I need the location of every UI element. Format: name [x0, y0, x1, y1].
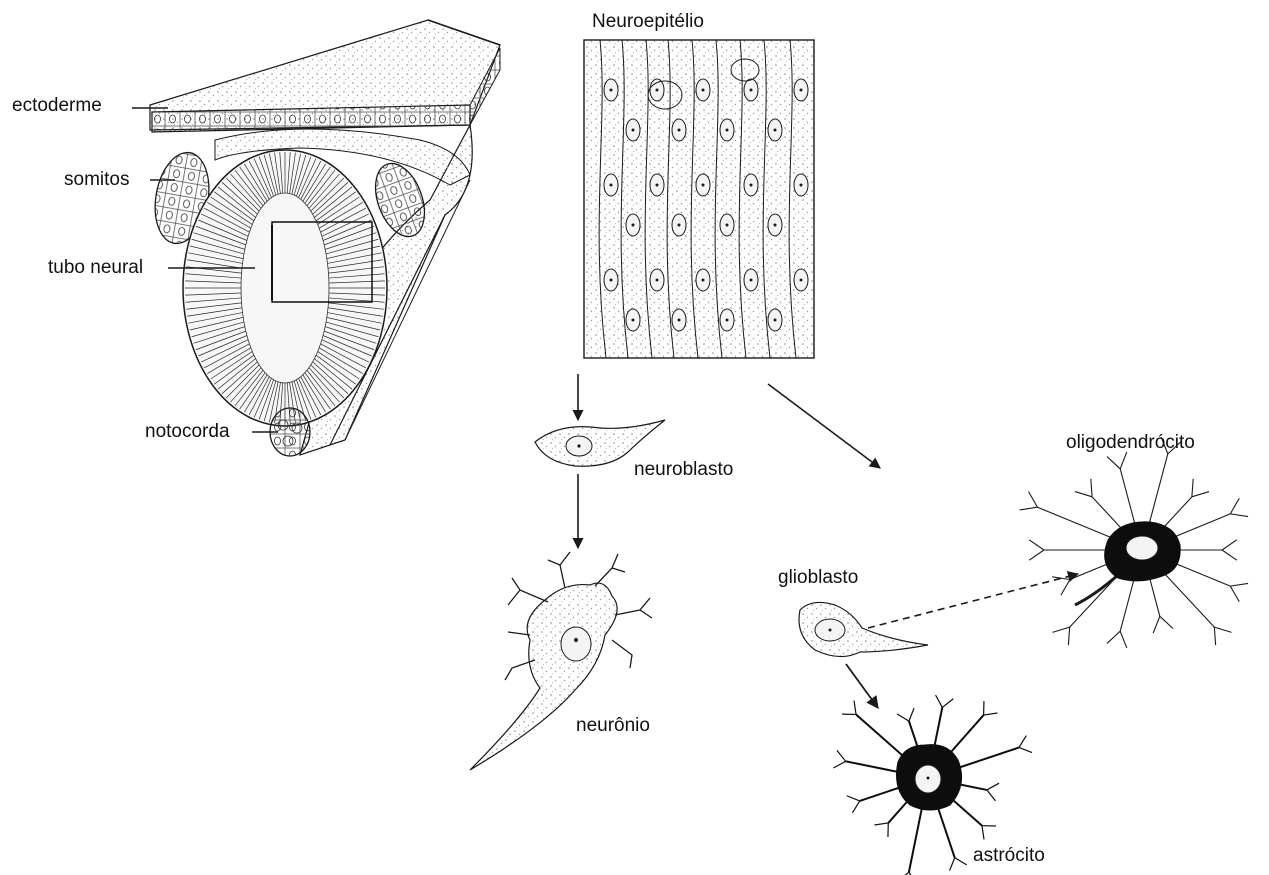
- embryo-cross-section: [132, 20, 500, 456]
- label-ectoderm: ectoderme: [12, 96, 102, 115]
- label-oligodendrocyte: oligodendrócito: [1066, 433, 1195, 452]
- arrow-epi-to-glia: [768, 384, 880, 468]
- arrow-glioblast-to-oligodendrocyte: [868, 574, 1078, 628]
- label-astrocyte: astrócito: [973, 846, 1045, 865]
- glioblast-cell: [799, 602, 928, 656]
- neuroepithelium-panel: [584, 40, 814, 358]
- label-neuroepithelium: Neuroepitélio: [592, 12, 704, 31]
- neural-tube: [183, 150, 387, 426]
- arrow-glioblast-to-astrocyte: [846, 664, 878, 708]
- label-neuroblast: neuroblasto: [634, 460, 733, 479]
- label-glioblast: glioblasto: [778, 568, 858, 587]
- label-neuron: neurônio: [576, 716, 650, 735]
- label-somites: somitos: [64, 170, 129, 189]
- neuron-cell: [470, 552, 652, 770]
- oligodendrocyte-cell: [1020, 437, 1248, 648]
- label-neural-tube: tubo neural: [48, 258, 143, 277]
- label-notochord: notocorda: [145, 422, 230, 441]
